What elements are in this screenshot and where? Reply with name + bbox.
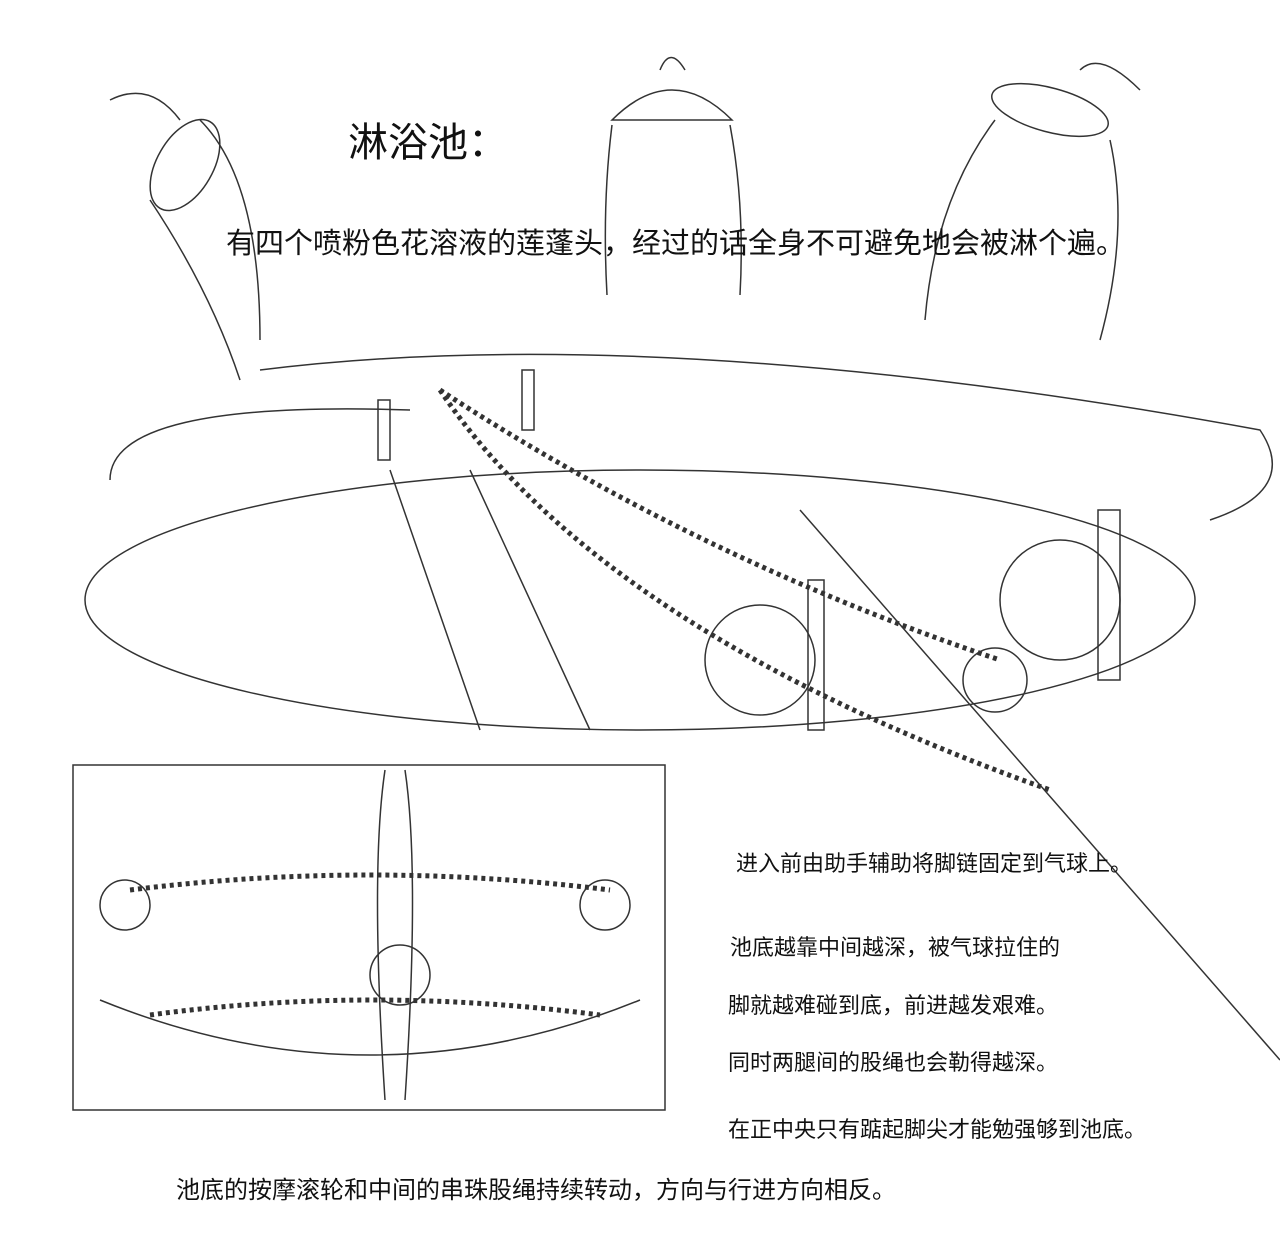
note-text: 在正中央只有踮起脚尖才能勉强够到池底。 <box>728 1118 1147 1143</box>
shower-head-icon <box>109 92 261 381</box>
pool <box>84 353 1280 1061</box>
note-text: 池底越靠中间越深，被气球拉住的 <box>730 936 1061 961</box>
page-title: 淋浴池： <box>348 120 508 166</box>
shower-head-icon <box>924 62 1141 341</box>
intro-text: 有四个喷粉色花溶液的莲蓬头，经过的话全身不可避免地会被淋个遍。 <box>226 226 1126 260</box>
inset-illustration <box>72 764 666 1111</box>
note-text: 脚就越难碰到底，前进越发艰难。 <box>728 994 1059 1019</box>
note-text: 同时两腿间的股绳也会勒得越深。 <box>728 1051 1059 1076</box>
shower-head-icon <box>604 56 742 296</box>
bottom-caption: 池底的按摩滚轮和中间的串珠股绳持续转动，方向与行进方向相反。 <box>176 1176 896 1204</box>
note-text: 进入前由助手辅助将脚链固定到气球上。 <box>736 852 1133 877</box>
